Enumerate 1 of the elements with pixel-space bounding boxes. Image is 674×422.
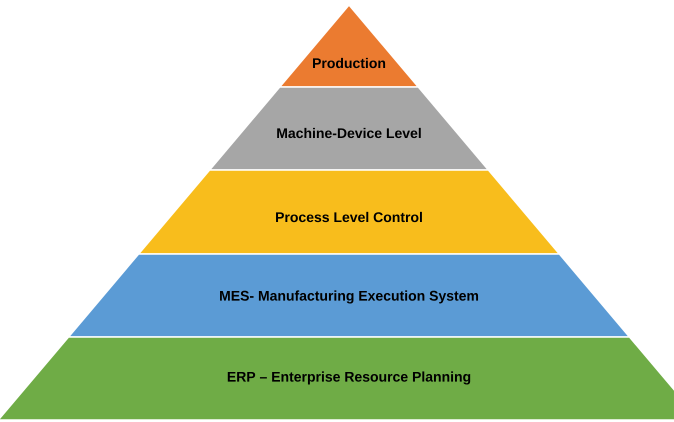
pyramid-level: ERP – Enterprise Resource Planning [0,336,674,421]
